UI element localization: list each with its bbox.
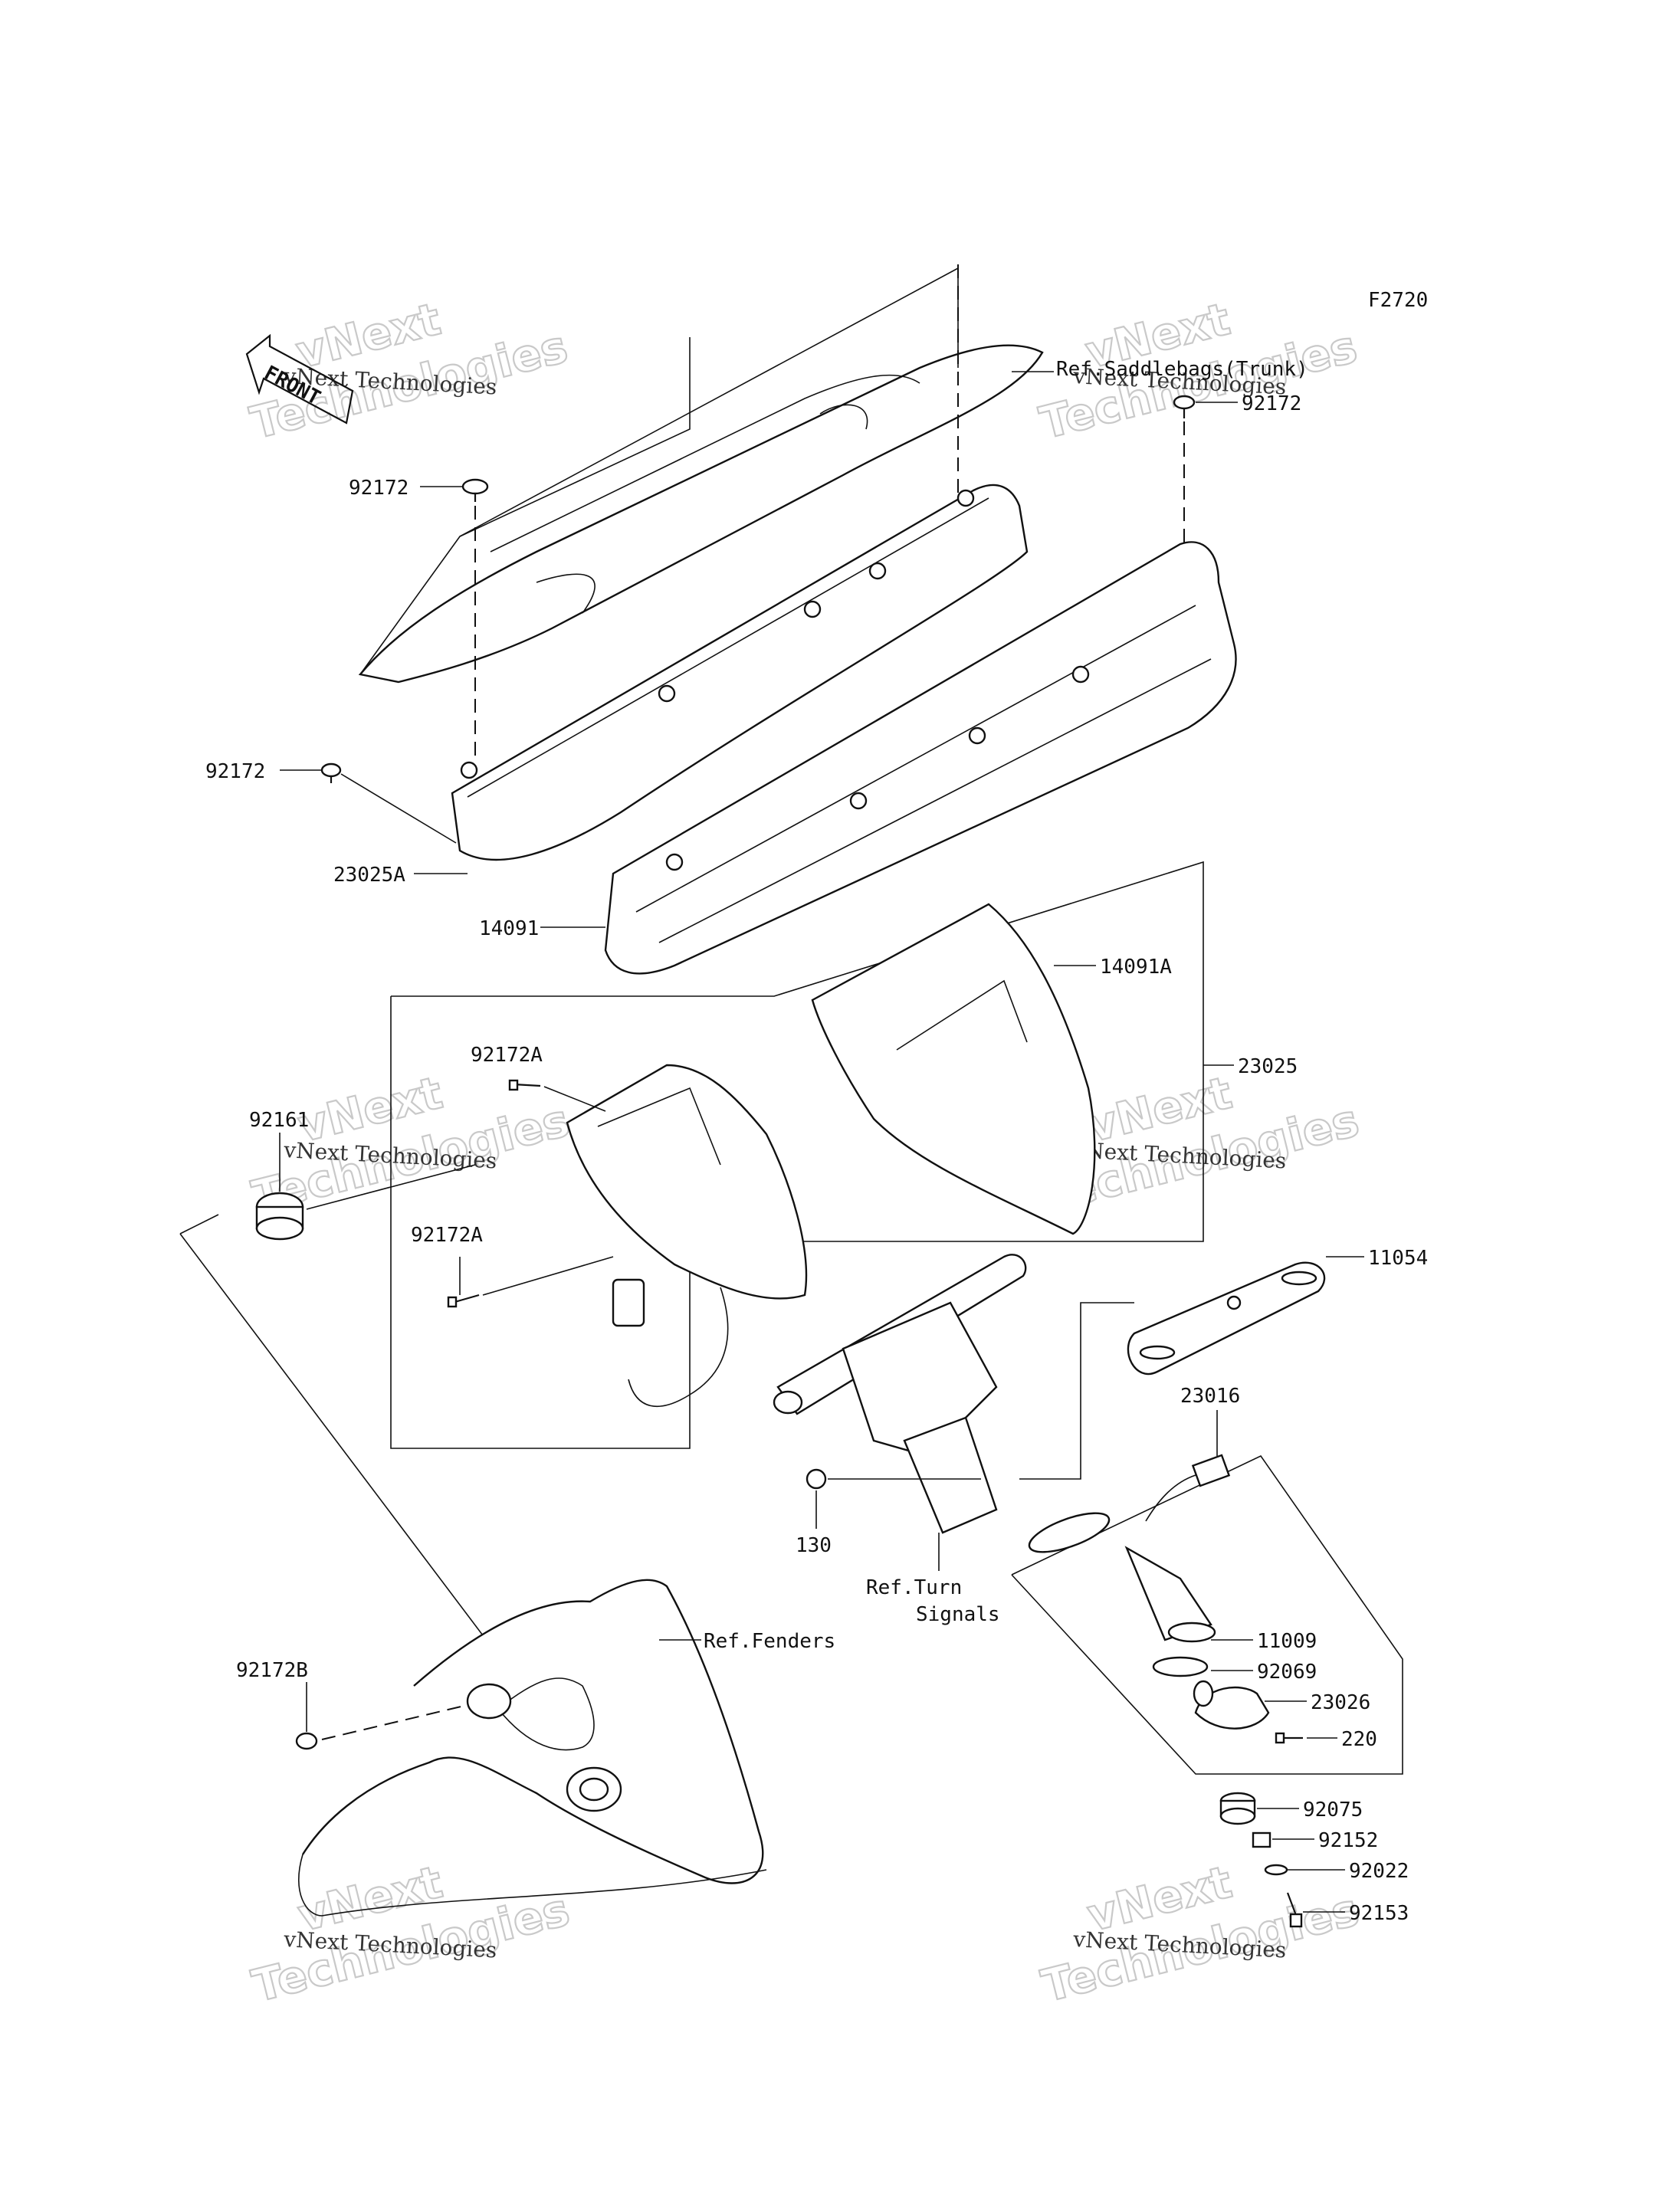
screw-220 [1275,1732,1303,1744]
label-92172-left: 92172 [205,760,265,783]
figure-code: F2720 [1368,289,1428,312]
label-130: 130 [796,1534,832,1557]
turn-signal-stay [773,1254,1027,1534]
watermark-top-left: vNext Technologies [244,292,573,450]
label-23025A: 23025A [333,864,405,887]
gasket-92069 [1152,1656,1209,1677]
label-11009: 11009 [1257,1630,1317,1653]
label-92075: 92075 [1303,1799,1363,1822]
label-14091A: 14091A [1100,956,1172,979]
tail-cover-14091 [451,484,1029,861]
label-92172-top: 92172 [349,477,409,500]
label-220: 220 [1341,1728,1377,1751]
trunk-reference-outline [358,267,1044,684]
watermark-bottom-left: vNext Technologies [246,1855,575,2013]
watermark-top-right: vNext Technologies [1034,292,1363,450]
tail-light-lens-14091A [811,903,1096,1235]
lens-23026 [1193,1680,1270,1730]
screw-92172-top [461,478,489,502]
label-14091: 14091 [479,917,539,940]
watermark-bottom-right: vNext Technologies [1035,1855,1364,2013]
label-92152: 92152 [1318,1829,1378,1852]
ref-label-saddlebags-trunk: Ref.Saddlebags(Trunk) [1056,358,1308,381]
rear-fender-cover-14091 [604,541,1237,975]
license-plate-bracket-11054 [1127,1261,1326,1375]
ref-label-turn-signals-line2: Signals [916,1603,1000,1626]
bolt-92153 [1286,1892,1303,1928]
bolt-130 [806,1468,827,1490]
clip-92172B [295,1732,318,1750]
label-92069: 92069 [1257,1661,1317,1684]
damper-92075 [1219,1792,1256,1825]
screw-92172-right [1173,395,1196,418]
label-23016: 23016 [1180,1385,1240,1408]
label-92172-right: 92172 [1242,392,1301,415]
label-23025: 23025 [1238,1055,1298,1078]
grommet-92161 [255,1192,304,1241]
ref-label-turn-signals-line1: Ref.Turn [866,1576,962,1599]
label-92172B: 92172B [236,1659,308,1682]
screw-92172-left [320,762,342,783]
label-92153: 92153 [1349,1902,1409,1925]
washer-92022 [1264,1864,1288,1876]
label-23026: 23026 [1311,1691,1370,1714]
license-light-harness [1028,1454,1231,1641]
label-92022: 92022 [1349,1860,1409,1883]
label-92172A-top: 92172A [471,1044,543,1067]
label-11054: 11054 [1368,1247,1428,1270]
label-92161: 92161 [249,1109,309,1132]
screw-92172A-top [508,1079,541,1091]
assembly-box-23016 [1011,1454,1403,1775]
ref-label-fenders: Ref.Fenders [704,1630,835,1653]
tail-light-housing [566,1064,808,1407]
collar-92152 [1252,1831,1271,1848]
socket-11009 [1167,1622,1216,1643]
label-92172A-bottom: 92172A [411,1224,483,1247]
screw-92172A-bottom [447,1294,480,1308]
fender-reference-outline [298,1579,767,1917]
assembly-box-23025 [390,861,1204,1449]
